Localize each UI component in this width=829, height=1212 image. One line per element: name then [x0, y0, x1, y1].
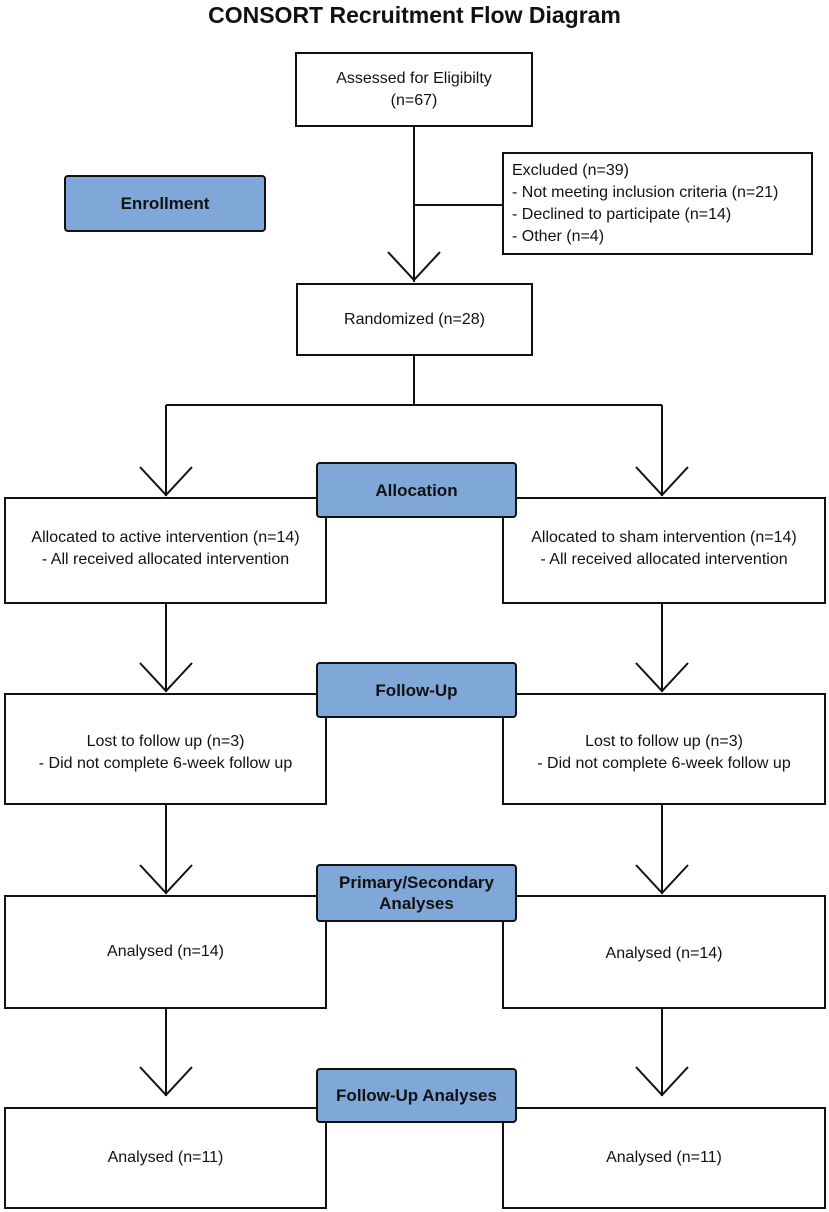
stage-analyses-label: Analyses	[379, 894, 454, 913]
followup-active-detail: - Did not complete 6-week follow up	[38, 755, 293, 772]
excluded-item: - Other (n=4)	[512, 228, 605, 245]
arrowhead-left-allocation	[139, 466, 193, 497]
excluded-item: - Not meeting inclusion criteria (n=21)	[512, 184, 779, 201]
stage-allocation: Allocation	[316, 462, 517, 518]
randomized-label: Randomized (n=28)	[344, 310, 485, 328]
stage-enrollment: Enrollment	[64, 175, 266, 232]
followup-sham-detail: - Did not complete 6-week follow up	[537, 755, 791, 772]
allocation-sham-box: Allocated to sham intervention (n=14) - …	[502, 497, 826, 604]
followup-active-box: Lost to follow up (n=3) - Did not comple…	[4, 693, 327, 805]
analysed-active-label: Analysed (n=14)	[107, 943, 224, 960]
arrowhead-randomized	[387, 251, 441, 282]
stage-follow-up-analyses-label: Follow-Up Analyses	[336, 1086, 497, 1105]
stage-primary-secondary-label: Primary/Secondary	[339, 873, 494, 892]
allocation-sham-detail: - All received allocated intervention	[540, 551, 788, 568]
arrowhead-left-analysed	[139, 864, 193, 895]
diagram-title: CONSORT Recruitment Flow Diagram	[208, 2, 621, 28]
allocation-active-detail: - All received allocated intervention	[41, 551, 290, 568]
followup-analysed-active-label: Analysed (n=11)	[107, 1149, 224, 1166]
assessed-box: Assessed for Eligibilty (n=67)	[295, 52, 533, 127]
arrowhead-right-followup	[635, 662, 689, 693]
arrowhead-left-followup	[139, 662, 193, 693]
arrowhead-right-allocation	[635, 466, 689, 497]
allocation-active-box: Allocated to active intervention (n=14) …	[4, 497, 327, 604]
stage-allocation-label: Allocation	[375, 480, 458, 500]
stage-follow-up-analyses: Follow-Up Analyses	[316, 1068, 517, 1123]
excluded-item: - Declined to participate (n=14)	[512, 206, 732, 223]
arrowhead-right-analysed	[635, 864, 689, 895]
assessed-label: Assessed for Eligibilty	[336, 69, 492, 87]
stage-primary-secondary-analyses: Primary/Secondary Analyses	[316, 864, 517, 922]
followup-sham-label: Lost to follow up (n=3)	[585, 733, 743, 750]
followup-analysed-active-box: Analysed (n=11)	[4, 1107, 327, 1209]
allocation-sham-label: Allocated to sham intervention (n=14)	[531, 529, 797, 546]
stage-follow-up-label: Follow-Up	[375, 680, 458, 700]
followup-active-label: Lost to follow up (n=3)	[86, 733, 245, 750]
stage-follow-up: Follow-Up	[316, 662, 517, 718]
followup-analysed-sham-box: Analysed (n=11)	[502, 1107, 826, 1209]
arrowhead-right-followup-analysed	[635, 1066, 689, 1097]
randomized-box: Randomized (n=28)	[296, 283, 533, 356]
arrowhead-left-followup-analysed	[139, 1066, 193, 1097]
analysed-active-box: Analysed (n=14)	[4, 895, 327, 1009]
analysed-sham-box: Analysed (n=14)	[502, 895, 826, 1009]
excluded-heading: Excluded (n=39)	[512, 162, 629, 179]
stage-enrollment-label: Enrollment	[120, 194, 210, 213]
analysed-sham-label: Analysed (n=14)	[605, 945, 723, 962]
assessed-count: (n=67)	[390, 91, 438, 109]
followup-sham-box: Lost to follow up (n=3) - Did not comple…	[502, 693, 826, 805]
allocation-active-label: Allocated to active intervention (n=14)	[31, 529, 300, 546]
excluded-box: Excluded (n=39) - Not meeting inclusion …	[502, 152, 813, 255]
followup-analysed-sham-label: Analysed (n=11)	[606, 1149, 722, 1166]
